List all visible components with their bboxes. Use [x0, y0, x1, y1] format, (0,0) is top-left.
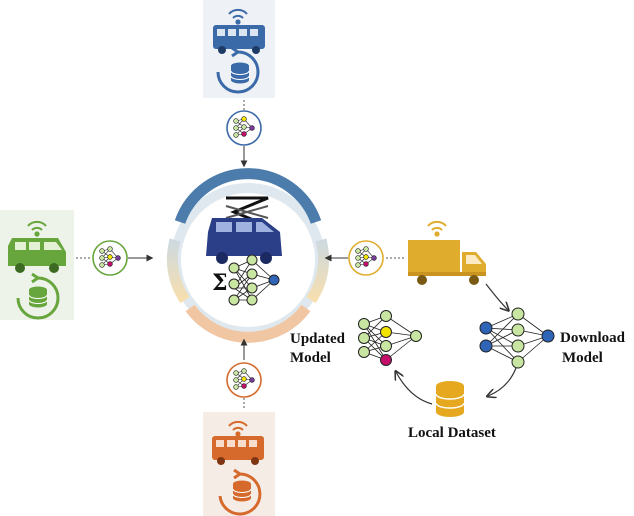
updated-model-label-line2: Model — [290, 350, 331, 366]
central-server: Σ — [166, 168, 330, 343]
database-icon — [218, 468, 262, 516]
aggregate-model-icon — [233, 259, 275, 301]
client-top-bus — [203, 0, 275, 98]
server-ring-left — [166, 238, 190, 304]
database-icon — [216, 46, 260, 94]
updated-model-label-line1: Updated — [290, 331, 346, 347]
wifi-icon — [228, 8, 248, 25]
local-dataset-label: Local Dataset — [408, 425, 496, 441]
model-badge-right — [348, 240, 384, 276]
model-badge-bottom — [226, 362, 262, 398]
download-model-label-line1: Download — [560, 330, 626, 346]
arrow-truck-to-download — [485, 283, 508, 310]
server-ring-bottom — [185, 304, 311, 343]
database-icon — [16, 272, 60, 320]
van-icon — [8, 238, 66, 273]
server-ring-top — [174, 168, 322, 224]
model-badge-left — [92, 240, 128, 276]
model-badge-top — [226, 110, 262, 146]
updated-model-network — [358, 310, 422, 366]
arrow-download-to-dataset — [488, 367, 517, 396]
arrow-dataset-to-updated — [396, 372, 433, 405]
wifi-icon — [27, 220, 47, 237]
client-bottom-bus — [203, 412, 275, 516]
wifi-icon — [228, 420, 248, 437]
client-left-van — [0, 210, 74, 320]
client-right-truck — [408, 220, 486, 285]
wifi-icon — [427, 220, 447, 237]
server-van-icon — [206, 218, 282, 264]
bus-icon — [212, 436, 264, 465]
server-ring-right — [306, 238, 330, 304]
download-model-label-line2: Model — [562, 350, 603, 366]
local-dataset-icon — [435, 381, 465, 417]
bus-icon — [213, 25, 265, 54]
download-model-network — [479, 307, 555, 369]
truck-icon — [408, 240, 486, 285]
aggregate-model-nodes — [228, 254, 280, 306]
sigma-symbol: Σ — [212, 270, 228, 296]
